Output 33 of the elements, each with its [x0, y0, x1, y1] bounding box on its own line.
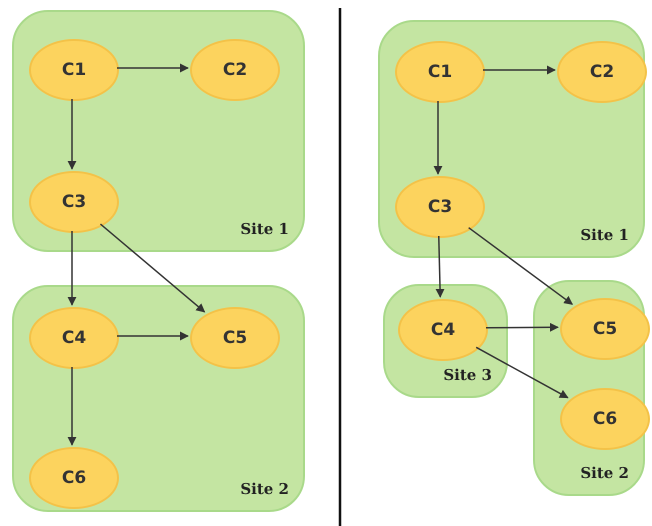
node-label: C6: [62, 468, 86, 488]
site-label: Site 1: [240, 220, 289, 238]
arrow: [476, 346, 569, 398]
node-label: C5: [222, 328, 248, 348]
site-label: Site 3: [443, 366, 492, 384]
site-region: [383, 284, 508, 398]
node-label: C4: [62, 328, 86, 348]
arrow: [434, 101, 442, 175]
site-region: [378, 20, 645, 258]
site-region: [12, 285, 305, 512]
node-label: C2: [222, 60, 248, 80]
arrow: [68, 367, 76, 446]
node-label: C6: [592, 409, 618, 429]
node-label: C3: [428, 197, 452, 217]
arrow: [68, 99, 76, 170]
arrow: [436, 236, 445, 298]
node-label: C3: [62, 192, 86, 212]
node-label: C1: [62, 60, 86, 80]
arrow: [117, 332, 189, 340]
arrow: [117, 64, 189, 72]
site-region: [12, 10, 305, 252]
arrow: [468, 227, 574, 305]
site-label: Site 1: [580, 226, 629, 244]
arrow: [486, 322, 559, 332]
node-label: C1: [428, 62, 452, 82]
site-label: Site 2: [240, 480, 289, 498]
node-label: C2: [590, 62, 614, 82]
arrow: [68, 231, 76, 306]
arrow: [100, 223, 206, 313]
node-label: C4: [430, 320, 456, 340]
site-label: Site 2: [580, 464, 629, 482]
node-label: C5: [592, 319, 618, 339]
arrow: [483, 66, 556, 74]
